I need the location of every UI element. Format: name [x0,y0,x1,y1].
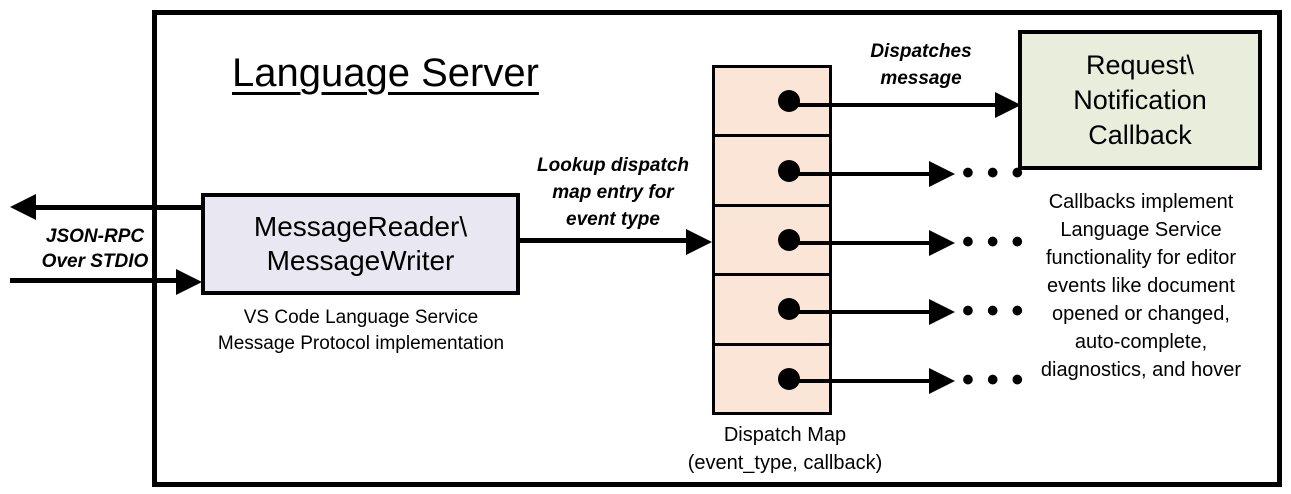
callback-line2: Notification [1073,84,1207,115]
dispatch-map-row[interactable] [712,134,832,207]
message-io-line1: MessageReader\ [253,211,468,242]
dispatch-entry-dot-icon [778,159,800,182]
lookup-dispatch-label: Lookup dispatch map entry for event type [518,152,708,233]
jsonrpc-label-line1: JSON-RPC [45,226,145,247]
ellipsis-2: • • • [962,154,1027,192]
message-io-caption-line2: Message Protocol implementation [217,333,505,354]
message-io-caption-line1: VS Code Language Service [243,307,479,328]
dispatch-entry-dot-icon [778,367,800,390]
lookup-label-line3: event type [566,209,660,230]
dispatch-callback-line-4 [784,310,944,314]
dispatch-map-row[interactable] [712,65,832,138]
dispatch-entry-dot-icon [778,90,800,113]
callback-line1: Request\ [1085,49,1195,80]
lookup-dispatch-arrowhead [686,229,712,255]
message-reader-writer-caption: VS Code Language Service Message Protoco… [196,305,526,357]
dispatch-callback-line-3 [784,241,944,245]
dispatches-message-line1: Dispatches [870,41,972,62]
page-title: Language Server [232,51,539,95]
jsonrpc-out-arrowhead [10,194,36,220]
message-reader-writer-box[interactable]: MessageReader\ MessageWriter [201,193,520,295]
dispatch-callback-line-5 [784,379,944,383]
jsonrpc-transport-label: JSON-RPC Over STDIO [20,224,170,274]
dispatch-callback-arrowhead-2 [929,161,955,187]
language-server-boundary [152,10,1282,487]
dispatch-callback-line-1 [784,103,1010,107]
dispatch-map-row[interactable] [712,203,832,277]
callback-caption-line6: auto-complete, [1074,331,1208,353]
dispatch-map-row[interactable] [712,342,832,416]
callback-line3: Callback [1088,119,1192,150]
lookup-dispatch-line [519,238,691,243]
request-notification-callback-box[interactable]: Request\ Notification Callback [1018,30,1262,170]
dispatches-message-label: Dispatches message [836,38,1006,92]
dispatch-callback-arrowhead-5 [929,368,955,394]
dispatch-map-row[interactable] [712,273,832,346]
dispatch-callback-arrowhead-3 [929,230,955,256]
jsonrpc-label-line2: Over STDIO [41,251,149,272]
dispatch-map-caption-line2: (event_type, callback) [687,452,883,474]
callback-caption: Callbacks implement Language Service fun… [1005,188,1277,384]
jsonrpc-out-line [36,205,204,210]
message-io-line2: MessageWriter [266,245,455,276]
callback-caption-line3: functionality for editor [1045,247,1237,269]
dispatch-callback-arrowhead-1 [995,92,1021,118]
dispatch-entry-dot-icon [778,298,800,321]
lookup-label-line2: map entry for [552,182,674,203]
callback-caption-line4: events like document [1047,275,1235,297]
callback-caption-line7: diagnostics, and hover [1040,359,1242,381]
callback-caption-line2: Language Service [1060,219,1222,241]
dispatch-callback-arrowhead-4 [929,299,955,325]
dispatch-callback-line-2 [784,172,944,176]
callback-caption-line1: Callbacks implement [1048,191,1234,213]
jsonrpc-in-arrowhead [176,269,202,295]
dispatch-entry-dot-icon [778,229,800,252]
lookup-label-line1: Lookup dispatch [537,155,689,176]
dispatch-map-table[interactable] [712,65,832,416]
dispatch-map-caption: Dispatch Map (event_type, callback) [640,421,930,477]
dispatch-map-caption-line1: Dispatch Map [723,424,847,446]
dispatches-message-line2: message [880,68,962,89]
callback-caption-line5: opened or changed, [1052,303,1230,325]
jsonrpc-in-line [10,278,182,283]
